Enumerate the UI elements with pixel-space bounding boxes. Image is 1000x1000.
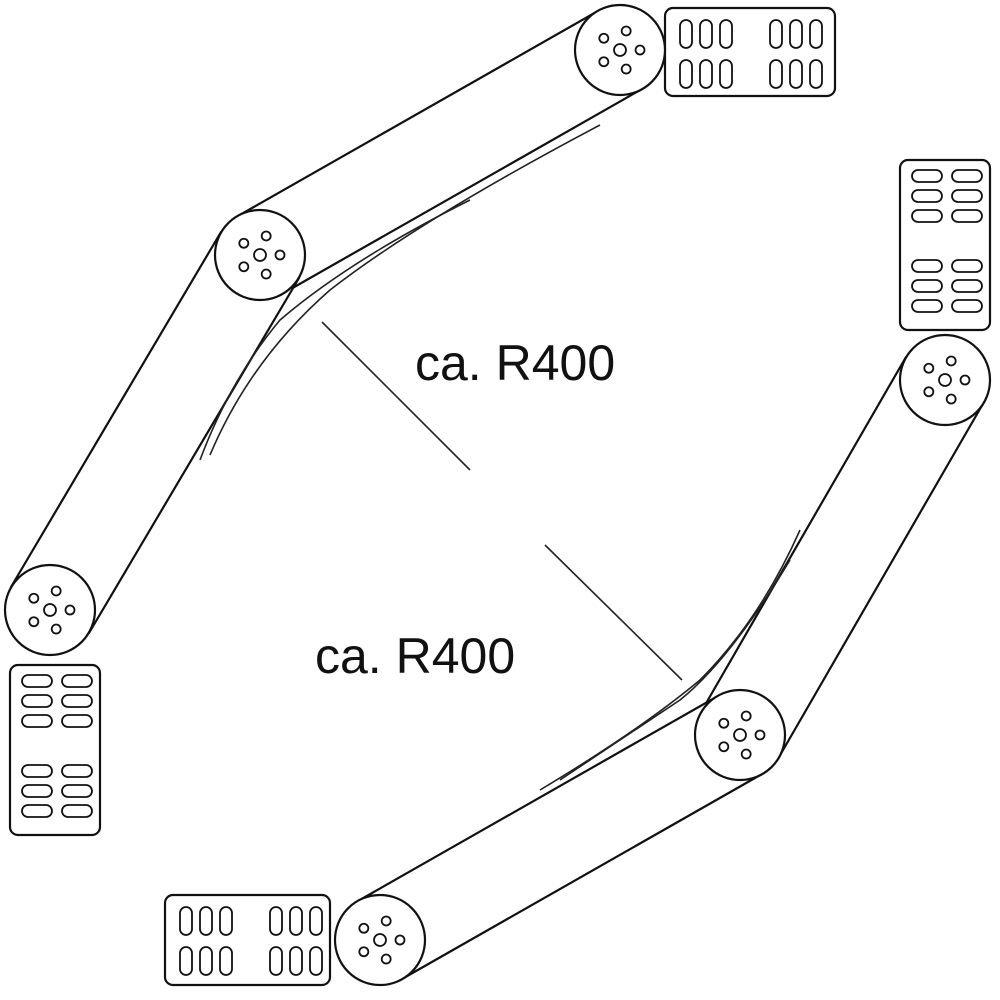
slot-hole — [61, 784, 93, 798]
slot-hole — [61, 764, 93, 778]
slot-hole — [179, 906, 193, 936]
slot-hole — [309, 906, 323, 936]
bolt-hole — [923, 386, 935, 398]
bolt-hole — [358, 922, 370, 934]
slot-hole — [21, 694, 53, 708]
bolt-hole — [959, 374, 971, 386]
slot-hole — [269, 906, 283, 936]
bolt-hole — [380, 915, 392, 927]
bolt-hole — [613, 43, 627, 57]
slot-hole — [21, 714, 53, 728]
slot-hole — [219, 906, 233, 936]
slot-hole — [789, 59, 803, 89]
bolt-hole — [43, 603, 57, 617]
slot-hole — [911, 299, 943, 313]
slot-hole — [719, 59, 733, 89]
slot-hole — [951, 169, 983, 183]
bolt-hole — [945, 355, 957, 367]
slot-hole — [911, 259, 943, 273]
bolt-hole — [620, 25, 632, 37]
slot-hole — [199, 906, 213, 936]
bolt-hole — [28, 616, 40, 628]
slot-hole — [219, 946, 233, 976]
slot-hole — [951, 299, 983, 313]
bolt-hole — [634, 44, 646, 56]
slot-hole — [911, 169, 943, 183]
slot-hole — [679, 59, 693, 89]
bolt-hole — [28, 592, 40, 604]
slot-hole — [951, 209, 983, 223]
slot-hole — [699, 19, 713, 49]
inner-curve-line — [199, 199, 471, 461]
slot-hole — [911, 189, 943, 203]
bolt-hole — [373, 933, 387, 947]
bolt-hole — [598, 32, 610, 44]
slot-hole — [679, 19, 693, 49]
bolt-hole — [945, 393, 957, 405]
bolt-hole — [358, 946, 370, 958]
bolt-hole — [260, 230, 272, 242]
bolt-hole — [64, 604, 76, 616]
radius-leader-line — [321, 321, 471, 471]
slot-hole — [21, 764, 53, 778]
slot-hole — [789, 19, 803, 49]
bolt-hole — [938, 373, 952, 387]
slot-hole — [769, 59, 783, 89]
bolt-hole — [923, 362, 935, 374]
bolt-hole — [740, 710, 752, 722]
inner-curve-line — [209, 124, 601, 456]
slot-hole — [289, 906, 303, 936]
bolt-hole — [620, 63, 632, 75]
bolt-hole — [50, 585, 62, 597]
bolt-hole — [253, 248, 267, 262]
slot-hole — [951, 259, 983, 273]
slot-hole — [911, 279, 943, 293]
slot-hole — [769, 19, 783, 49]
bolt-hole — [50, 623, 62, 635]
slot-hole — [21, 784, 53, 798]
slot-hole — [179, 946, 193, 976]
bolt-hole — [238, 261, 250, 273]
slot-hole — [951, 189, 983, 203]
bolt-hole — [754, 729, 766, 741]
slot-hole — [809, 19, 823, 49]
bolt-hole — [380, 953, 392, 965]
slot-hole — [951, 279, 983, 293]
bolt-hole — [238, 237, 250, 249]
slot-hole — [61, 694, 93, 708]
bolt-hole — [733, 728, 747, 742]
slot-hole — [911, 209, 943, 223]
radius-label-upper: ca. R400 — [415, 335, 615, 391]
radius-label-lower: ca. R400 — [315, 628, 515, 684]
slot-hole — [21, 674, 53, 688]
slot-hole — [199, 946, 213, 976]
slot-hole — [289, 946, 303, 976]
slot-hole — [61, 674, 93, 688]
bolt-hole — [718, 717, 730, 729]
slot-hole — [719, 19, 733, 49]
slot-hole — [309, 946, 323, 976]
radius-leader-line — [544, 544, 683, 681]
bolt-hole — [740, 748, 752, 760]
slot-hole — [809, 59, 823, 89]
slot-hole — [269, 946, 283, 976]
slot-hole — [61, 804, 93, 818]
bolt-hole — [394, 934, 406, 946]
bolt-hole — [274, 249, 286, 261]
slot-hole — [61, 714, 93, 728]
slot-hole — [21, 804, 53, 818]
inner-curve-line — [559, 559, 791, 781]
perforations — [21, 19, 983, 976]
bolt-hole — [718, 741, 730, 753]
bolt-hole — [260, 268, 272, 280]
slot-hole — [699, 59, 713, 89]
bolt-hole — [598, 56, 610, 68]
